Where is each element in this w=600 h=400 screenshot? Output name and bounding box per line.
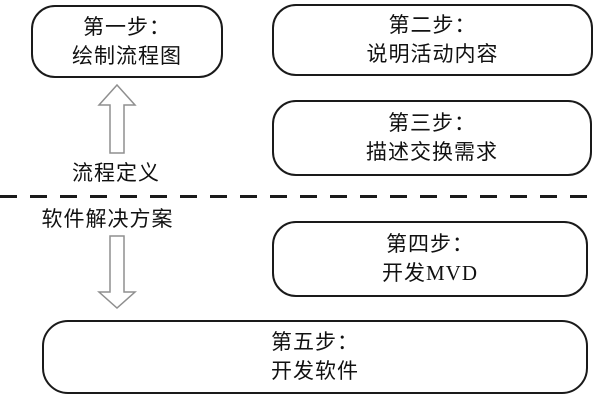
step2-title: 第二步： bbox=[388, 13, 477, 37]
down-block-arrow-icon bbox=[97, 235, 137, 309]
label-software-solution: 软件解决方案 bbox=[41, 207, 174, 231]
step5-box: 第五步： 开发软件 bbox=[42, 320, 588, 394]
step2-desc: 说明活动内容 bbox=[366, 42, 499, 66]
up-block-arrow-icon bbox=[97, 84, 137, 154]
step3-title: 第三步： bbox=[388, 111, 476, 135]
step2-box: 第二步： 说明活动内容 bbox=[272, 4, 593, 76]
step1-desc: 绘制流程图 bbox=[72, 43, 182, 68]
step4-box: 第四步： 开发MVD bbox=[272, 221, 588, 297]
label-process-definition: 流程定义 bbox=[72, 161, 160, 185]
step1-box: 第一步： 绘制流程图 bbox=[31, 5, 223, 78]
step4-desc: 开发MVD bbox=[381, 261, 478, 285]
step5-desc: 开发软件 bbox=[271, 359, 359, 383]
step3-desc: 描述交换需求 bbox=[366, 140, 498, 164]
step3-box: 第三步： 描述交换需求 bbox=[272, 100, 592, 176]
step1-title: 第一步： bbox=[83, 14, 171, 39]
step4-title: 第四步： bbox=[386, 232, 474, 256]
dashed-divider bbox=[0, 195, 600, 198]
step5-title: 第五步： bbox=[271, 330, 359, 354]
